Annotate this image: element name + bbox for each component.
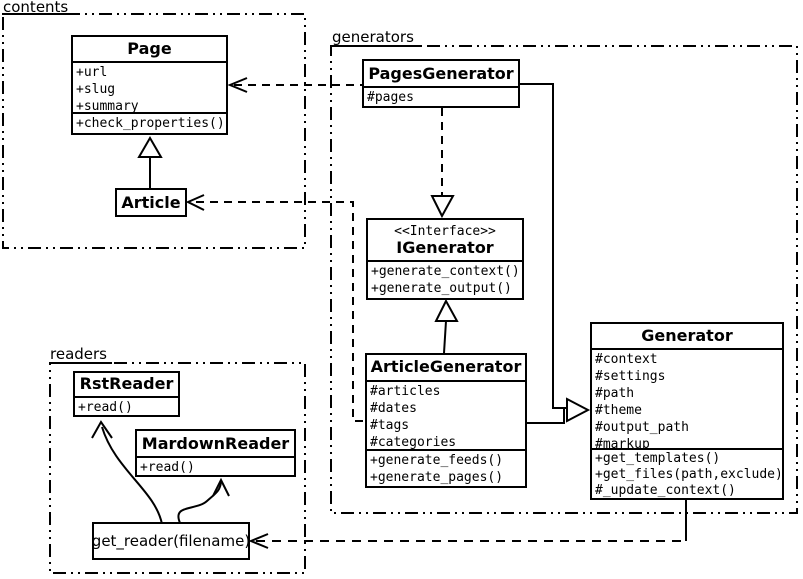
class-name-mardown-reader: MardownReader <box>141 433 290 453</box>
getreader-to-mardownreader-curve <box>177 481 222 524</box>
getreader-to-rstreader-arrowhead-icon <box>91 420 113 439</box>
generator-to-getreader-arrowhead-icon <box>248 533 269 549</box>
rst-reader-methods: +read() <box>75 395 178 415</box>
method: +check_properties() <box>76 116 224 131</box>
get-reader-box: get_reader(filename) <box>92 522 250 560</box>
article-generator-attributes: #articles #dates #tags #categories <box>367 379 525 450</box>
class-box-article: Article <box>115 188 187 217</box>
class-box-rst-reader: RstReader +read() <box>73 371 180 417</box>
attribute: #theme <box>595 402 642 418</box>
class-box-mardown-reader: MardownReader +read() <box>135 429 296 477</box>
method: +generate_output() <box>371 281 512 296</box>
method: +read() <box>78 399 133 415</box>
class-name-page: Page <box>127 38 172 58</box>
readers-package-label: readers <box>50 345 107 363</box>
article-generator-methods: +generate_feeds() +generate_pages() <box>367 449 525 486</box>
pagesgenerator-to-igenerator-triangle-icon <box>430 195 455 219</box>
class-box-igenerator: <<Interface>> IGenerator +generate_conte… <box>366 218 524 300</box>
page-methods: +check_properties() <box>73 112 226 133</box>
attribute: #tags <box>370 417 410 433</box>
attribute: +slug <box>76 81 116 97</box>
contents-package-border <box>2 13 306 249</box>
mardown-reader-methods: +read() <box>137 456 294 475</box>
articlegenerator-to-igenerator-triangle-icon <box>434 298 459 322</box>
generator-attributes: #context #settings #path #theme #output_… <box>592 347 782 448</box>
class-name-pages-generator: PagesGenerator <box>368 63 514 83</box>
contents-package-label: contents <box>3 0 69 16</box>
attribute: #articles <box>370 383 441 399</box>
attribute: #dates <box>370 400 417 416</box>
attribute: #context <box>595 351 658 367</box>
method: +get_files(path,exclude) <box>595 466 780 482</box>
readers-package-border <box>49 362 306 574</box>
pagesgenerator-to-generator-line <box>520 83 567 409</box>
attribute: #output_path <box>595 419 689 435</box>
method: +generate_context() <box>371 264 520 279</box>
getreader-to-rstreader-curve <box>101 426 163 525</box>
articlegenerator-to-article-arrowhead-icon <box>185 194 205 211</box>
method: +generate_feeds() <box>370 453 504 469</box>
attribute: #pages <box>367 90 414 105</box>
method: +generate_pages() <box>370 470 504 486</box>
class-box-pages-generator: PagesGenerator #pages <box>362 59 520 108</box>
page-attributes: +url +slug +summary <box>73 60 226 112</box>
attribute: #settings <box>595 368 666 384</box>
attribute: +summary <box>76 98 139 112</box>
pages-generator-attributes: #pages <box>364 86 518 106</box>
getreader-to-mardownreader-arrowhead-icon <box>212 477 230 497</box>
class-name-rst-reader: RstReader <box>79 374 174 394</box>
generators-package-border <box>330 45 798 514</box>
generator-inheritance-triangle-icon <box>566 397 591 423</box>
articlegenerator-to-generator-line <box>527 408 565 424</box>
attribute: #categories <box>370 434 457 450</box>
igenerator-stereotype: <<Interface>> <box>394 223 496 239</box>
articlegenerator-to-article-dashed-line <box>196 201 365 422</box>
attribute: #path <box>595 385 635 401</box>
class-name-igenerator: IGenerator <box>396 237 494 257</box>
attribute: #markup <box>595 436 650 448</box>
generators-package-label: generators <box>332 28 414 46</box>
method: +get_templates() <box>595 450 721 466</box>
method: #_update_context() <box>595 482 736 498</box>
generator-methods: +get_templates() +get_files(path,exclude… <box>592 447 782 498</box>
article-to-page-triangle-icon <box>137 136 163 158</box>
class-box-page: Page +url +slug +summary +check_properti… <box>71 35 228 135</box>
articlegenerator-to-igenerator-line <box>443 320 447 354</box>
igenerator-title: <<Interface>> IGenerator <box>368 220 522 260</box>
igenerator-methods: +generate_context() +generate_output() <box>368 260 522 298</box>
method: +read() <box>140 460 195 475</box>
pagesgenerator-to-page-arrowhead-icon <box>227 77 248 93</box>
class-name-article-generator: ArticleGenerator <box>370 357 522 377</box>
class-box-generator: Generator #context #settings #path #them… <box>590 322 784 500</box>
class-name-generator: Generator <box>641 325 733 345</box>
attribute: +url <box>76 64 108 80</box>
class-box-article-generator: ArticleGenerator #articles #dates #tags … <box>365 353 527 488</box>
